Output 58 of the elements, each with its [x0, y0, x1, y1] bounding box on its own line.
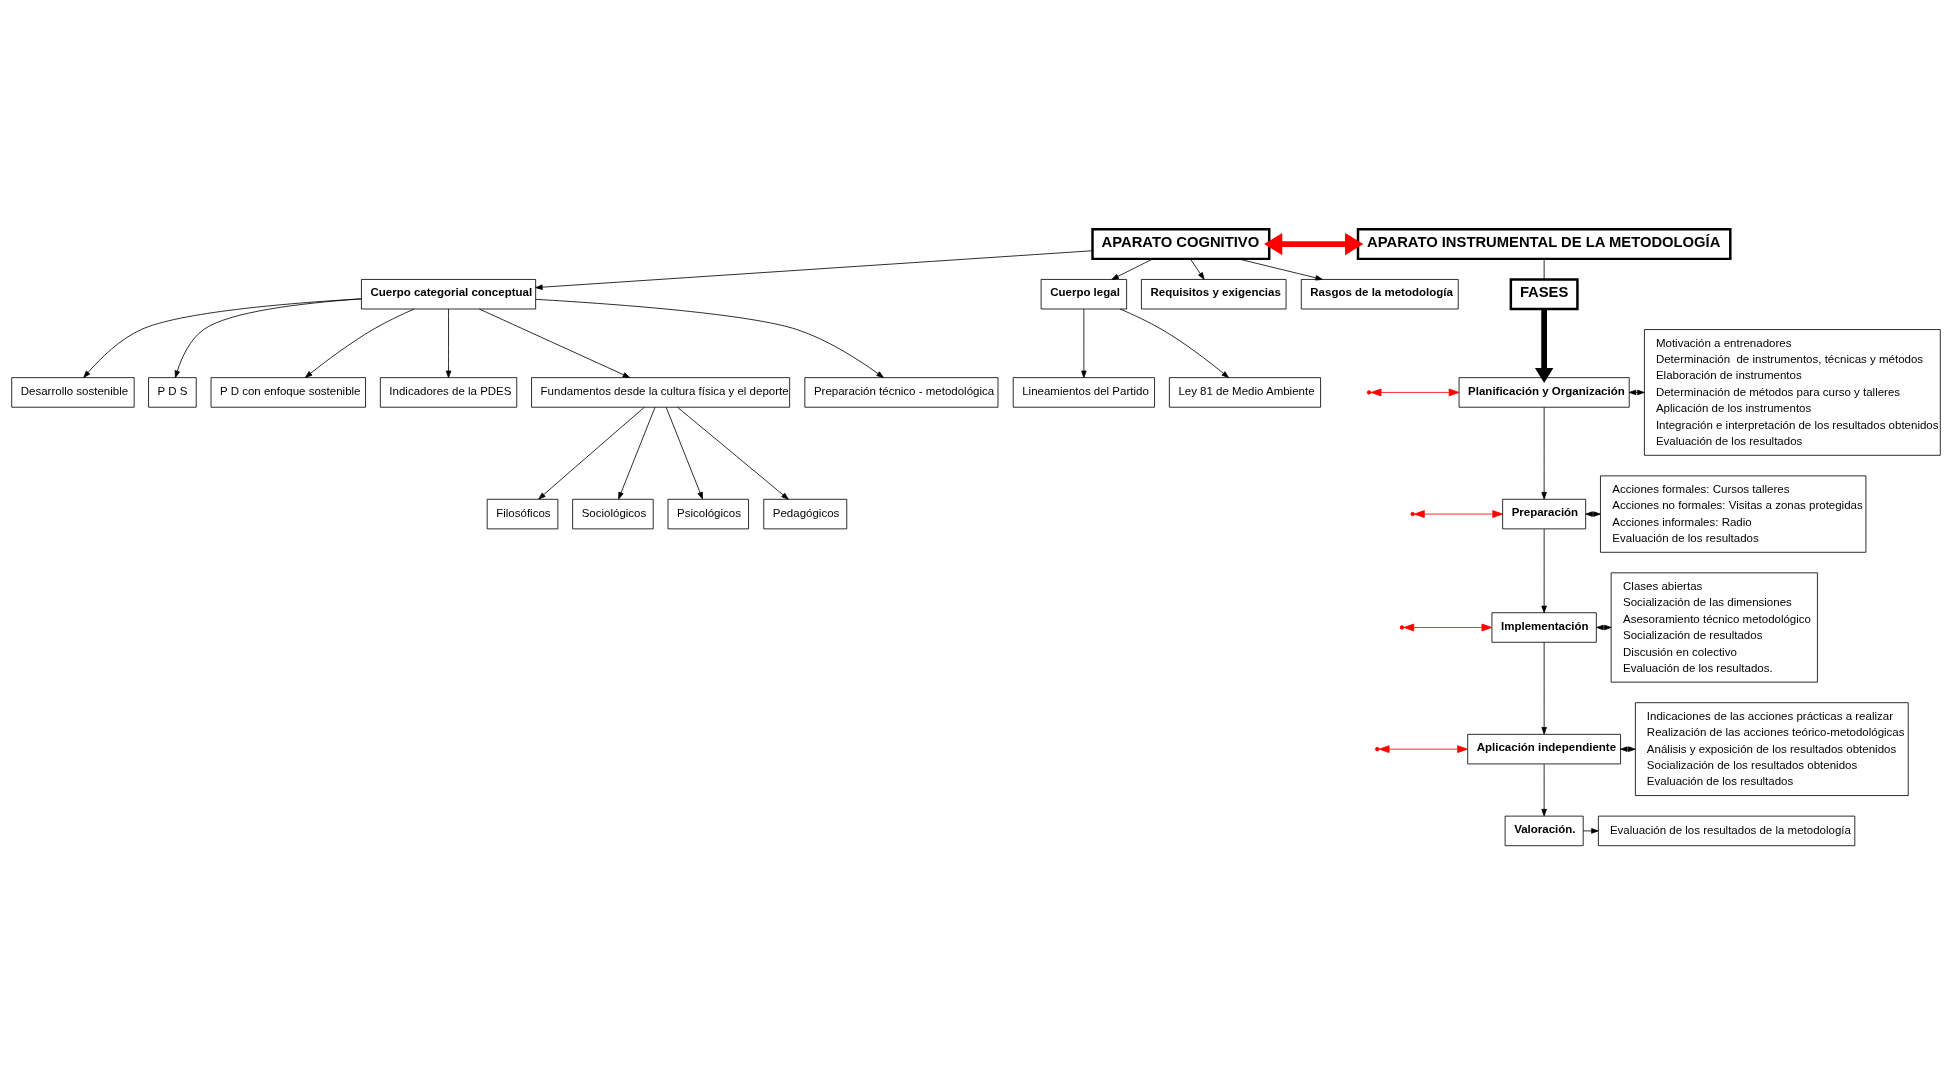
node-box: APARATO INSTRUMENTAL DE LA METODOLOGÍA [1356, 227, 1732, 260]
arrow [1378, 744, 1468, 753]
arrow [305, 308, 415, 378]
arrow [1582, 827, 1599, 834]
node-box: APARATO COGNITIVO [1091, 227, 1271, 260]
node-box: Valoración. [1504, 815, 1584, 846]
arrow [1238, 258, 1323, 280]
node-box: Aplicación independiente [1467, 733, 1621, 764]
arrow [665, 406, 703, 499]
arrow [1370, 388, 1460, 396]
node-box: FASES [1509, 277, 1579, 310]
node-box: Cuerpo categorial conceptual [361, 278, 537, 309]
arrow [1081, 308, 1087, 378]
node-box: Desarrollo sostenible [11, 376, 135, 408]
arrow [1534, 308, 1554, 383]
arrow [677, 406, 789, 500]
node-box: Preparación [1502, 498, 1587, 529]
node-box: Ley 81 de Medio Ambiente [1168, 376, 1321, 408]
node-box: Evaluación de los resultados de la metodología [1597, 815, 1856, 846]
arrow [83, 297, 362, 378]
arrow [1541, 406, 1547, 499]
node-box: Lineamientos del Partido [1012, 376, 1155, 408]
node-box: Cuerpo legal [1040, 278, 1127, 309]
arrow [1119, 308, 1229, 378]
node-box: Preparación técnico - metodológica [804, 376, 999, 408]
node-box: Indicaciones de las acciones prácticas a realizar Realización de las acciones teórico-metodológicas Análisis y exposición de los resultados obtenidos Socialización de los resultados obtenidos Evaluación de los resultados [1634, 701, 1909, 796]
arrow [1264, 232, 1364, 255]
node-box: Planificación y Organización [1458, 376, 1630, 408]
arrow [174, 297, 362, 378]
arrow [535, 249, 1093, 290]
node-box: Sociológicos [572, 498, 654, 529]
arrow [1541, 641, 1547, 734]
arrow [1403, 623, 1493, 631]
arrow [1541, 763, 1547, 816]
node-box: Indicadores de la PDES [379, 376, 518, 408]
arrow [1414, 509, 1503, 518]
arrow [1628, 389, 1645, 395]
arrow [445, 308, 452, 378]
node-box: Pedagógicos [763, 498, 848, 529]
connector [1543, 258, 1545, 280]
node-box: P D S [148, 376, 197, 408]
arrow [535, 298, 884, 378]
arrow [1541, 528, 1547, 613]
node-box: Fundamentos desde la cultura física y el deporte [531, 376, 791, 408]
node-box: Clases abiertas Socialización de las dimensiones Asesoramiento técnico metodológico Socialización de resultados Discusión en colectivo Evaluación de los resultados. [1610, 571, 1818, 683]
node-box: Filosóficos [486, 498, 559, 529]
arrow [478, 308, 631, 378]
arrow [1111, 258, 1154, 280]
node-box: Psicológicos [667, 498, 749, 529]
node-box: P D con enfoque sostenible [210, 376, 366, 408]
node-box: Rasgos de la metodología [1300, 278, 1459, 309]
arrow [618, 406, 656, 499]
arrow [538, 406, 645, 499]
node-box: Implementación [1491, 611, 1597, 643]
node-box: Acciones formales: Cursos talleres Acciones no formales: Visitas a zonas protegidas Acciones informales: Radio Evaluación de los resultados [1600, 474, 1867, 553]
arrow [1189, 258, 1205, 280]
node-box: Motivación a entrenadores Determinación de instrumentos, técnicas y métodos Elaboración de instrumentos Determinación de métodos para curso y talleres Aplicación de los instrumentos Integración e interpretación de los resultados obtenidos Evaluación de los resultados [1644, 328, 1941, 456]
node-box: Requisitos y exigencias [1141, 278, 1287, 309]
